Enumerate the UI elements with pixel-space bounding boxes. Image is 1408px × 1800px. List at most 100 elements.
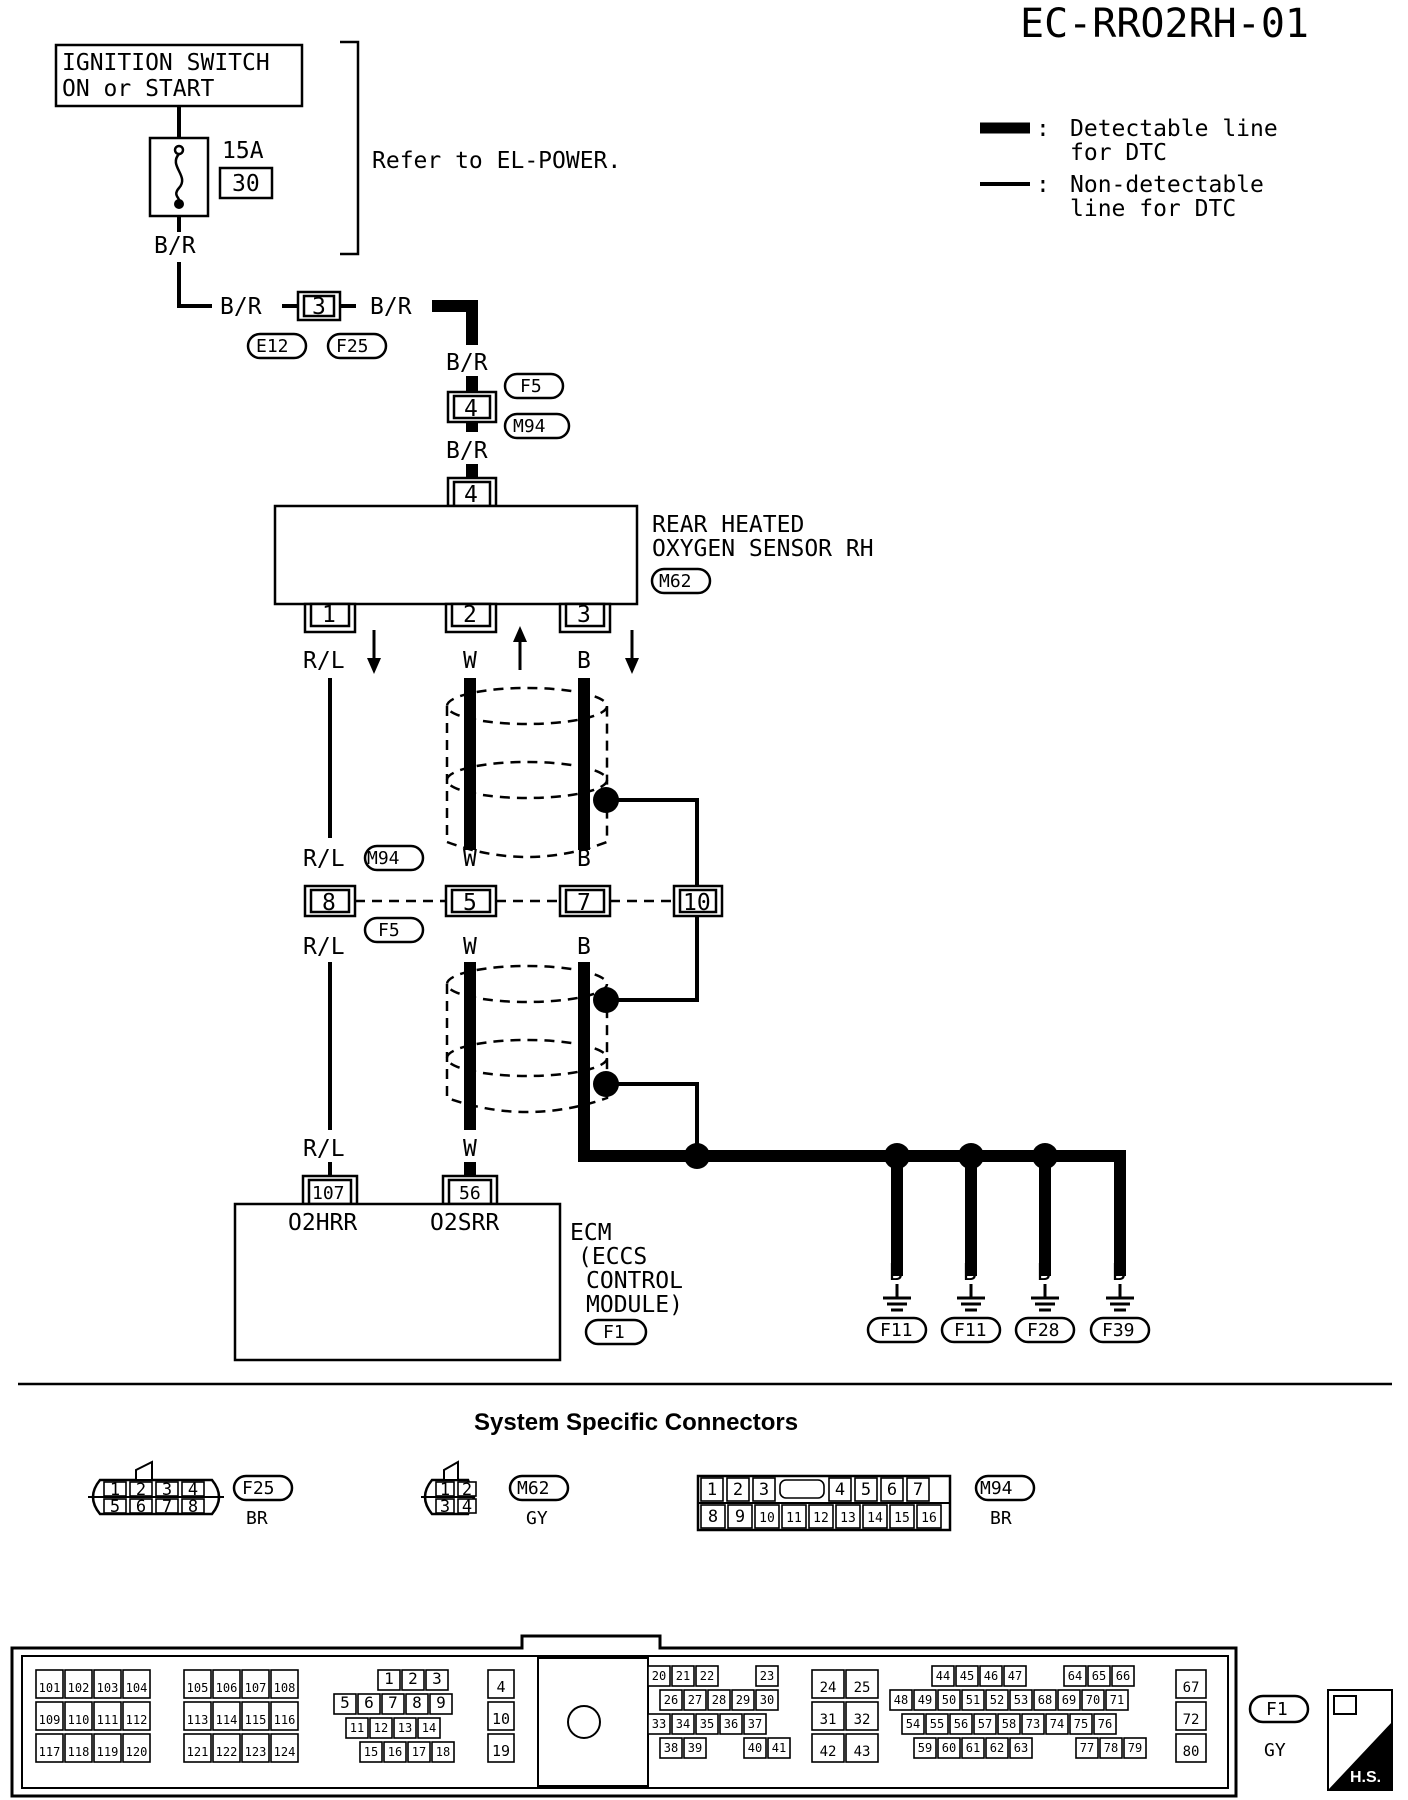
cavity-number: 22 (700, 1669, 714, 1683)
arrow-down-icon-head (625, 658, 639, 674)
connector-pin4-f5-inner (452, 394, 492, 420)
drain-wire-lower (606, 916, 699, 1002)
cavity-number: 47 (1008, 1669, 1022, 1683)
cavity-number: 60 (942, 1741, 956, 1755)
connector-cavity (811, 1733, 845, 1763)
cavity-number: 3 (440, 1497, 450, 1517)
connector-color: GY (1264, 1740, 1286, 1761)
cavity-number: 13 (398, 1721, 412, 1735)
cavity-number: 115 (245, 1713, 267, 1727)
cavity-number: 24 (820, 1680, 837, 1696)
cavity-number: 113 (187, 1713, 209, 1727)
connector-latch (443, 1460, 459, 1481)
connector-cavity (212, 1733, 241, 1763)
drain-wire-ground (606, 1082, 699, 1156)
cavity-number: 105 (187, 1681, 209, 1695)
pin-label-8: 8 (322, 890, 336, 916)
cavity-number: 38 (664, 1741, 678, 1755)
wire-label-b: B (577, 648, 591, 674)
pin-label-5: 5 (463, 890, 477, 916)
cavity-number: 80 (1183, 1744, 1200, 1760)
cavity-number: 57 (978, 1717, 992, 1731)
connector-cavity (1175, 1701, 1207, 1731)
cavity-number: 61 (966, 1741, 980, 1755)
rear-heated-oxygen-sensor-box (273, 504, 639, 606)
cavity-number: 12 (374, 1721, 388, 1735)
connector-cavity (880, 1477, 904, 1502)
tag-m94: M94 (513, 416, 546, 437)
connector-cavity (401, 1669, 425, 1691)
connector-cavity (854, 1477, 878, 1502)
pin-label-107: 107 (312, 1183, 345, 1204)
connector-cavity (457, 1481, 477, 1497)
cavity-number: 37 (748, 1717, 762, 1731)
shield-lower-body (445, 984, 609, 1114)
connector-tag-m94 (363, 844, 425, 872)
connector-cavity (457, 1498, 477, 1514)
cavity-number: 7 (913, 1480, 923, 1500)
connector-cavity (695, 1713, 719, 1735)
connector-color: GY (526, 1508, 548, 1529)
shield-upper-top (445, 686, 609, 726)
connector-cavity (1045, 1713, 1069, 1735)
pin-label-1: 1 (322, 602, 336, 628)
wire-label-b: B (577, 934, 591, 960)
connector-cavity (755, 1665, 779, 1687)
ecm-terminal-o2hrr: O2HRR (288, 1210, 357, 1236)
connector-cavity (129, 1481, 153, 1497)
connector-cavity (937, 1737, 961, 1759)
connector-cavity (212, 1669, 241, 1699)
connector-cavity (1009, 1737, 1033, 1759)
ground-tag (1089, 1316, 1151, 1344)
splice-dot (684, 1143, 710, 1169)
cavity-number: 48 (894, 1693, 908, 1707)
cavity-number: 18 (436, 1745, 450, 1759)
connector-cavity (241, 1733, 270, 1763)
cavity-number: 54 (906, 1717, 920, 1731)
sensor-name-2: OXYGEN SENSOR RH (652, 536, 874, 562)
cavity-number: 71 (1110, 1693, 1124, 1707)
ground-tag (1014, 1316, 1076, 1344)
cavity-number: 104 (126, 1681, 148, 1695)
cavity-number: 107 (245, 1681, 267, 1695)
connector-cavity (35, 1669, 64, 1699)
cavity-number: 8 (412, 1693, 422, 1712)
fuse-icon (174, 153, 184, 203)
cavity-number: 72 (1183, 1712, 1200, 1728)
tag-f1: F1 (1266, 1699, 1288, 1720)
pin-label-4: 4 (464, 396, 478, 422)
wire-label-w: W (463, 846, 477, 872)
diagram-id: EC-RRO2RH-01 (1020, 1, 1309, 47)
connector-tag-f5 (363, 916, 425, 944)
connector-cavity (1123, 1737, 1147, 1759)
connector-pin10-inner (678, 888, 718, 914)
wire-label-rl: R/L (303, 934, 345, 960)
connector-cavity (731, 1689, 755, 1711)
connector-pin5-inner (450, 888, 492, 914)
connector-cavity (659, 1689, 683, 1711)
cavity-number: 102 (68, 1681, 90, 1695)
connector-cavity (889, 1504, 915, 1529)
pin-label-10: 10 (683, 890, 711, 916)
cavity-number: 15 (894, 1511, 910, 1526)
connector-cavity (997, 1713, 1021, 1735)
cavity-number: 65 (1092, 1669, 1106, 1683)
connector-cavity (405, 1693, 429, 1715)
sensor-pin2-inner (450, 602, 492, 628)
wire-label-br: B/R (220, 294, 262, 320)
connector-cavity (961, 1689, 985, 1711)
cavity-number: 112 (126, 1713, 148, 1727)
cavity-number: 4 (496, 1678, 505, 1696)
cavity-number: 49 (918, 1693, 932, 1707)
ecm-name-4: MODULE) (586, 1292, 683, 1318)
cavity-number: 53 (1014, 1693, 1028, 1707)
drain-wire-upper (606, 798, 699, 886)
connector-latch (135, 1460, 153, 1481)
cavity-number: 67 (1183, 1680, 1200, 1696)
refer-text: Refer to EL-POWER. (372, 148, 621, 174)
connector-cavity (913, 1689, 937, 1711)
cavity-number: 43 (854, 1744, 871, 1760)
tag-f1: F1 (603, 1322, 625, 1343)
